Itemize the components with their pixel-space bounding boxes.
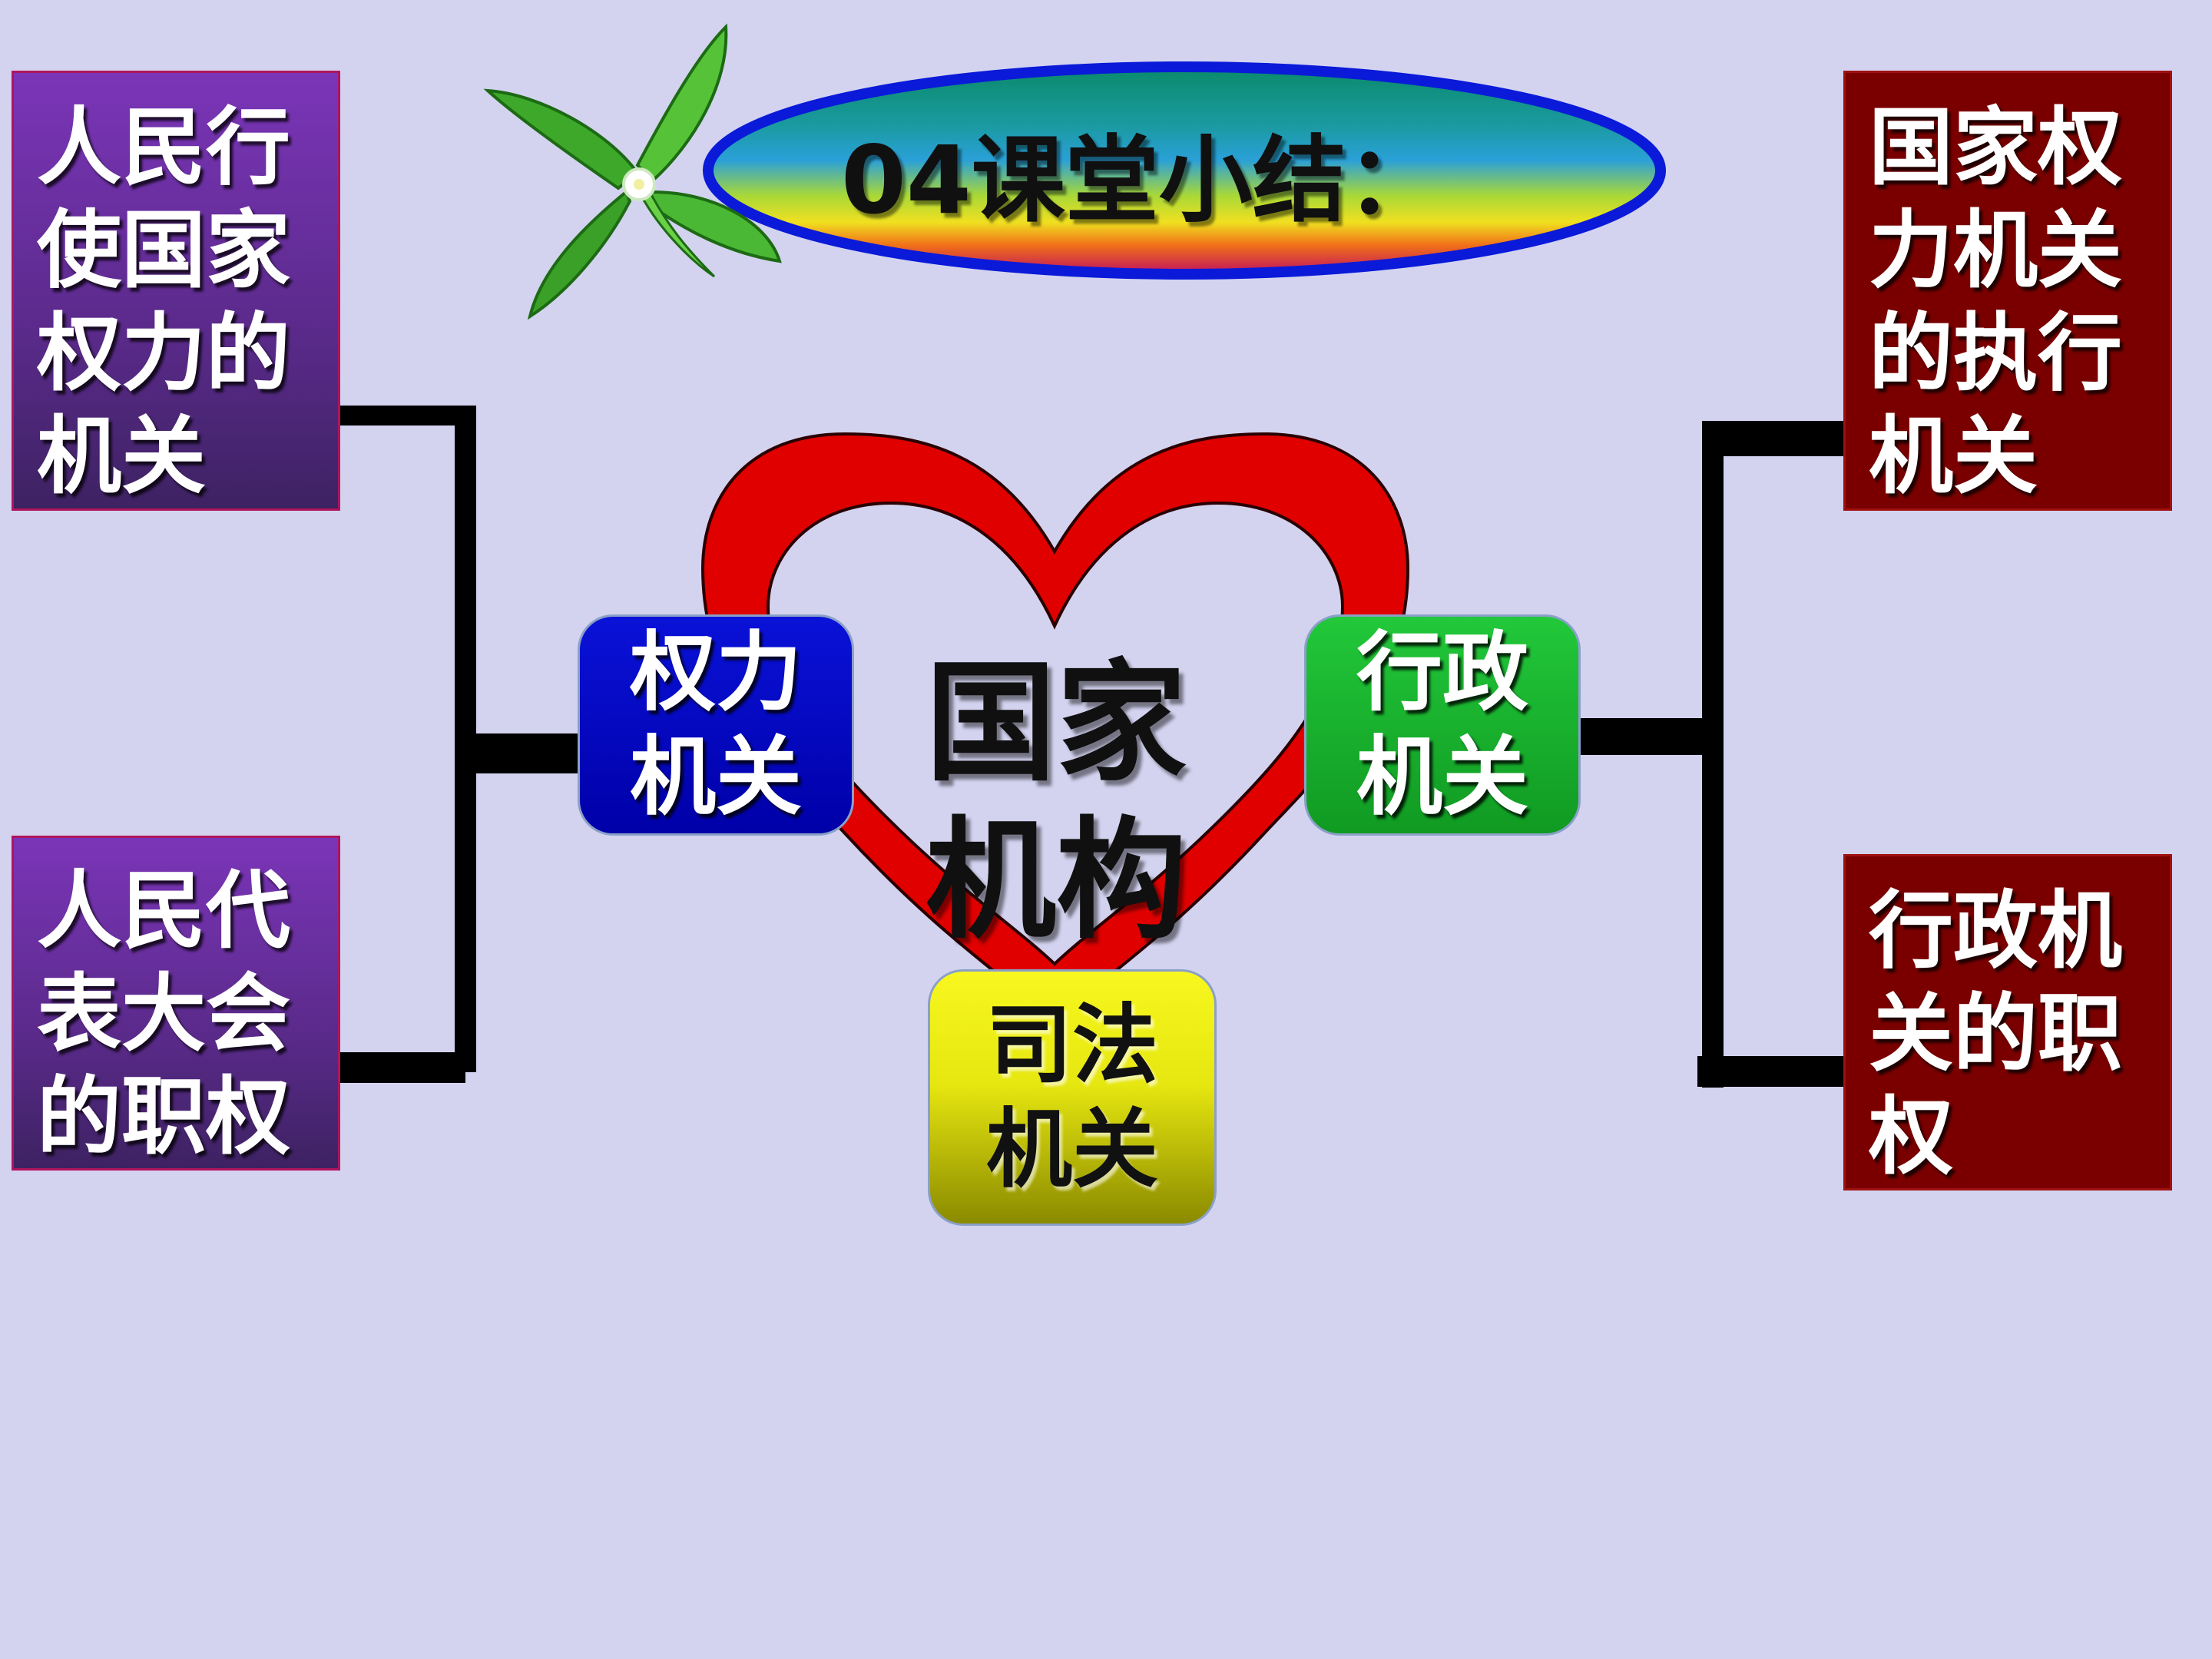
center-label-line-1: 国家 [926,647,1187,800]
right-bracket-bottom-arm [1697,1056,1843,1087]
administrative-organ-line-2: 机关 [1356,727,1528,827]
right-box-bottom-line-3: 权 [1869,1088,1953,1186]
center-label-line-2: 机构 [926,805,1187,957]
right-box-top-line-3: 的执行 [1869,304,2122,402]
left-box-bottom-line-3: 的职权 [37,1068,290,1166]
pinwheel-leaf-icon [483,23,782,320]
left-box-bottom: 人民代 表大会 的职权 [12,836,340,1171]
center-label: 国家 机构 [926,645,1187,960]
right-bracket-top-arm [1704,421,1845,456]
title-ellipse [703,61,1666,280]
left-box-top-line-2: 使国家 [37,201,290,300]
right-box-top-line-2: 力机关 [1869,201,2122,300]
left-box-top-line-3: 权力的 [37,304,290,402]
right-box-bottom: 行政机 关的职 权 [1843,854,2172,1190]
power-organ-node: 权力 机关 [578,614,854,836]
judicial-organ-line-2: 机关 [986,1100,1158,1200]
left-bracket-connector [465,733,591,773]
right-box-bottom-line-2: 关的职 [1869,985,2122,1083]
right-box-bottom-line-1: 行政机 [1869,882,2122,980]
power-organ-line-2: 机关 [630,727,802,827]
judicial-organ-node: 司法 机关 [928,969,1217,1226]
left-box-bottom-line-1: 人民代 [37,862,290,960]
right-box-top-line-4: 机关 [1869,407,2038,505]
left-box-top-line-4: 机关 [37,407,206,505]
left-bracket-top-arm [338,406,472,426]
left-box-bottom-line-2: 表大会 [37,965,290,1063]
administrative-organ-node: 行政 机关 [1304,614,1581,836]
right-box-top: 国家权 力机关 的执行 机关 [1843,71,2172,511]
left-bracket-bottom-arm [335,1052,465,1083]
left-box-top-line-1: 人民行 [37,98,290,197]
right-bracket-connector [1579,718,1708,755]
page-title: 04课堂小结： [841,126,1440,235]
right-box-top-line-1: 国家权 [1869,98,2122,197]
administrative-organ-line-1: 行政 [1356,623,1528,723]
left-box-top: 人民行 使国家 权力的 机关 [12,71,340,511]
power-organ-line-1: 权力 [630,623,802,723]
judicial-organ-line-1: 司法 [986,995,1158,1095]
